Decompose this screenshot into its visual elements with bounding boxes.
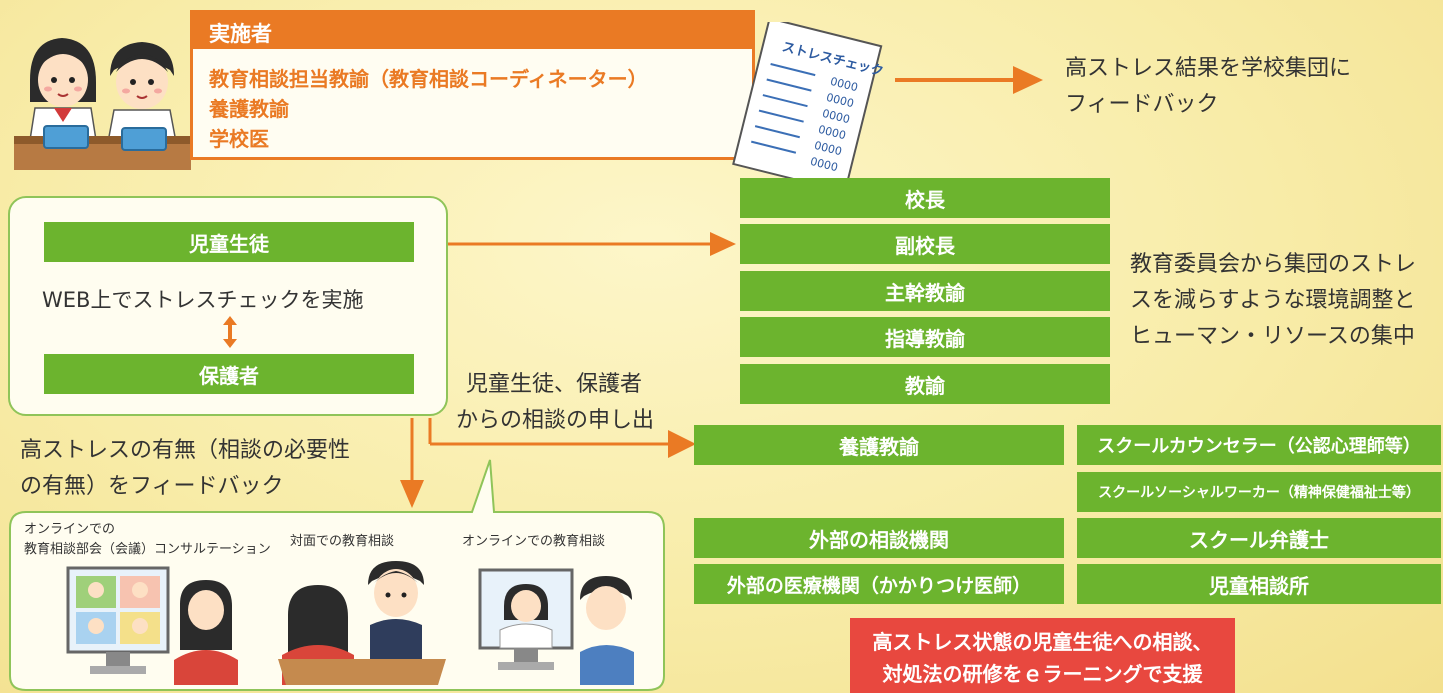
admin-guidance-teacher: 指導教諭 (740, 317, 1110, 357)
mode-online-meeting-line-1: オンラインでの (24, 522, 116, 537)
board-text-line-1: 教育委員会から集団のストレ (1130, 252, 1417, 277)
arrow-right-icon (895, 66, 1043, 94)
feedback-individual-line-1: 高ストレスの有無（相談の必要性 (20, 438, 351, 463)
feedback-individual-line-2: の有無）をフィードバック (20, 474, 284, 499)
implementer-title: 実施者 (209, 22, 272, 46)
student-guardian-box: 児童生徒 WEB上でストレスチェックを実施 保護者 (8, 196, 448, 416)
support-social-worker: スクールソーシャルワーカー（精神保健福祉士等） (1077, 472, 1441, 512)
admin-chief-teacher: 主幹教諭 (740, 271, 1110, 311)
board-text-line-2: スを減らすような環境調整と (1130, 288, 1416, 313)
mode-face-to-face: 対面での教育相談 (290, 534, 395, 549)
flow-arrows (400, 232, 736, 508)
up-down-arrow-icon (223, 316, 237, 348)
implementer-line-1: 教育相談担当教諭（教育相談コーディネーター） (209, 67, 648, 91)
elearning-box: 高ストレス状態の児童生徒への相談、 対処法の研修をｅラーニングで支援 (850, 618, 1235, 693)
stress-check-sheet-icon (732, 22, 883, 187)
online-meeting-illustration (66, 566, 238, 685)
feedback-group-line-1: 高ストレス結果を学校集団に (1065, 56, 1352, 81)
face-to-face-illustration (278, 561, 446, 685)
support-lawyer: スクール弁護士 (1077, 518, 1441, 558)
support-nurse: 養護教諭 (694, 425, 1064, 465)
request-text-line-1: 児童生徒、保護者 (466, 372, 643, 397)
implementer-line-2: 養護教諭 (209, 97, 289, 121)
elearning-line-2: 対処法の研修をｅラーニングで支援 (882, 662, 1203, 686)
elearning-line-1: 高ストレス状態の児童生徒への相談、 (872, 630, 1213, 654)
support-external-consult: 外部の相談機関 (694, 518, 1064, 558)
admin-teacher: 教諭 (740, 364, 1110, 404)
students-label: 児童生徒 (44, 222, 414, 262)
students-illustration (14, 38, 191, 170)
admin-vice-principal: 副校長 (740, 224, 1110, 264)
board-text-line-3: ヒューマン・リソースの集中 (1130, 324, 1415, 349)
request-text-line-2: からの相談の申し出 (456, 408, 655, 433)
implementer-header: 実施者 (193, 13, 752, 49)
guardians-label: 保護者 (44, 354, 414, 394)
support-child-center: 児童相談所 (1077, 564, 1441, 604)
web-stress-check-text: WEB上でストレスチェックを実施 (42, 288, 364, 312)
admin-principal: 校長 (740, 178, 1110, 218)
support-external-medical: 外部の医療機関（かかりつけ医師） (694, 564, 1064, 604)
feedback-group-line-2: フィードバック (1065, 92, 1219, 117)
mode-online-meeting-line-2: 教育相談部会（会議）コンサルテーション (24, 542, 271, 557)
mode-online-consult: オンラインでの教育相談 (462, 534, 606, 549)
implementer-line-3: 学校医 (209, 127, 269, 151)
implementer-box: 実施者 教育相談担当教諭（教育相談コーディネーター） 養護教諭 学校医 (190, 10, 755, 160)
online-consult-illustration (478, 568, 634, 685)
support-counselor: スクールカウンセラー（公認心理師等） (1077, 425, 1441, 465)
